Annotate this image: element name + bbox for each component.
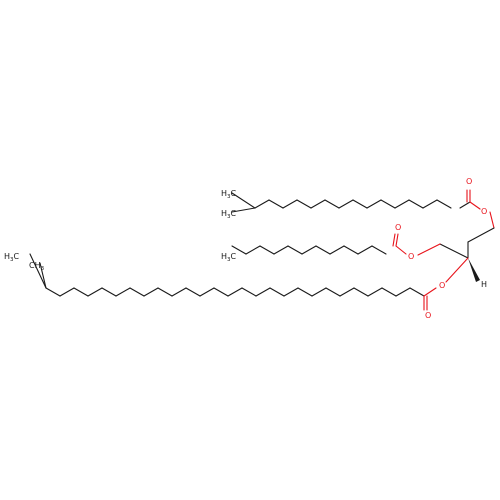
bond-mid-chain-2 (259, 245, 275, 255)
atom-o-ester-top: O (481, 207, 487, 216)
stereo-wedge (468, 258, 480, 282)
bond-bottom-chain-8 (171, 287, 187, 297)
bond-bottom-chain-6 (143, 287, 159, 297)
bond-top-to-carbonyl (459, 201, 471, 209)
bond-mid-chain-5 (301, 245, 317, 255)
bond-top-chain-10 (394, 199, 410, 209)
bond-mid-chain-0 (231, 245, 247, 255)
bond-bottom-chain-5 (129, 287, 145, 297)
bond-top-chain-4 (310, 199, 326, 209)
bond-top-chain-7 (352, 199, 368, 209)
bond-bottom-chain-11 (213, 287, 229, 297)
bond-glycerol-o-bottom (445, 257, 469, 283)
atom-o-ester-mid: O (408, 252, 414, 261)
label-ch3-branch: CH3 (29, 261, 45, 272)
bond-top-chain-0 (254, 199, 270, 209)
atom-o-carbonyl-top: O (466, 177, 472, 186)
bond-bottom-chain-25 (409, 287, 425, 297)
bond-bottom-chain-17 (297, 287, 313, 297)
bond-bottom-chain-2 (87, 287, 103, 297)
bond-bottom-chain-9 (185, 287, 201, 297)
bond-top-chain-6 (338, 199, 354, 209)
bond-top-chain-3 (296, 199, 312, 209)
bond-bottom-chain-24 (395, 287, 411, 297)
bond-top-chain-11 (408, 199, 424, 209)
bond-top-branch-2 (231, 207, 256, 213)
bond-bottom-chain-20 (339, 287, 355, 297)
bond-bottom-chain-16 (283, 287, 299, 297)
bond-glycerol-1 (467, 227, 495, 243)
bond-mid-co-a (395, 233, 399, 247)
atom-o-carbonyl-bottom: O (425, 311, 431, 320)
bond-mid-chain-1 (245, 245, 261, 255)
bond-methyl-branch (39, 262, 47, 289)
bond-bottom-start (45, 287, 61, 297)
bond-top-chain-12 (422, 199, 438, 209)
atom-labels-group: O O O O O O H H3C H3C H3C H3C CH3 (4, 177, 487, 320)
bond-bottom-chain-13 (241, 287, 257, 297)
bond-bottom-chain-18 (311, 287, 327, 297)
bond-mid-chain-9 (357, 245, 373, 255)
bond-top-chain-8 (366, 199, 382, 209)
bonds-group (29, 189, 495, 311)
bond-bottom-chain-12 (227, 287, 243, 297)
atom-o-carbonyl-mid: O (395, 223, 401, 232)
bond-top-chain-13 (436, 199, 452, 209)
bond-ethyl (29, 253, 47, 289)
bond-top-chain-2 (282, 199, 298, 209)
bond-mid-chain-4 (287, 245, 303, 255)
bond-bottom-chain-1 (73, 287, 89, 297)
bond-bottom-chain-7 (157, 287, 173, 297)
label-h3c-mid: H3C (221, 252, 237, 263)
bond-bottom-chain-4 (115, 287, 131, 297)
bond-bottom-chain-22 (367, 287, 383, 297)
bond-glycerol-3 (439, 243, 469, 259)
label-h3c-ethyl: H3C (4, 252, 20, 263)
bond-bottom-chain-0 (59, 287, 75, 297)
bond-bottom-chain-19 (325, 287, 341, 297)
bond-top-chain-5 (324, 199, 340, 209)
bond-mid-c-o (395, 245, 407, 255)
bond-bottom-chain-3 (101, 287, 117, 297)
bond-top-chain-9 (380, 199, 396, 209)
bond-mid-co-b (392, 233, 396, 247)
label-h3c-top-1: H3C (221, 189, 237, 200)
bond-bottom-chain-23 (381, 287, 397, 297)
bond-bottom-chain-21 (353, 287, 369, 297)
atom-o-ester-bottom: O (439, 281, 445, 290)
bond-bottom-chain-10 (199, 287, 215, 297)
bond-top-o-ch2 (489, 211, 495, 229)
bond-mid-chain-7 (329, 245, 345, 255)
bond-top-chain-1 (268, 199, 284, 209)
bond-glycerol-o-mid (417, 243, 441, 256)
bond-mid-chain-3 (273, 245, 289, 255)
bond-top-branch-1 (231, 192, 256, 209)
label-h3c-top-2: H3C (221, 209, 237, 220)
bond-mid-chain-6 (315, 245, 331, 255)
bond-mid-chain-10 (371, 245, 387, 255)
bond-top-c-o (469, 201, 481, 210)
atom-h-stereo: H (481, 280, 487, 289)
bond-bottom-chain-15 (269, 287, 285, 297)
bond-mid-chain-8 (343, 245, 359, 255)
bond-bottom-chain-14 (255, 287, 271, 297)
bond-bottom-c-o (423, 287, 437, 297)
